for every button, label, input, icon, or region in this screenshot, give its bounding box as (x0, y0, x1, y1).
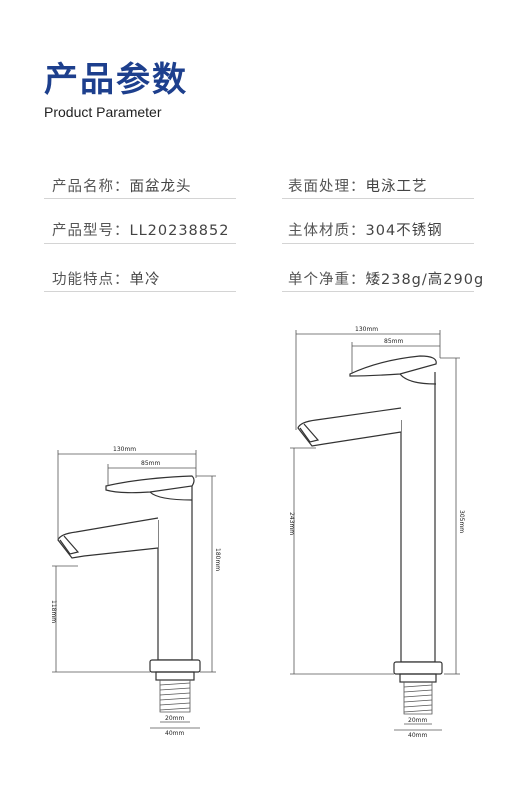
spec-weight: 单个净重：矮238g/高290g (288, 268, 484, 289)
thread-lines (403, 684, 433, 713)
faucet-spout (297, 407, 402, 447)
base-nut (149, 659, 201, 673)
spec-label: 产品名称： (52, 179, 130, 195)
dim-label: 40mm (165, 730, 184, 737)
base-nut (393, 661, 443, 675)
handle-base (399, 373, 437, 385)
spec-function: 功能特点：单冷 (52, 268, 161, 289)
page-subtitle: Product Parameter (44, 104, 162, 120)
dim-label: 85mm (384, 338, 403, 345)
tall-faucet-drawing: 130mm 85mm 305mm 243mm 20mm 40mm (288, 326, 465, 739)
short-faucet-drawing: 130mm 85mm 180mm 118mm 20mm 40mm (50, 446, 221, 737)
dim-label: 305mm (458, 510, 465, 533)
faucet-body (400, 372, 436, 663)
spec-label: 表面处理： (288, 179, 366, 195)
divider (44, 291, 236, 292)
spout-tip (299, 423, 320, 443)
spec-label: 单个净重： (288, 272, 366, 288)
spec-label: 主体材质： (288, 223, 366, 239)
faucet-handle (349, 355, 437, 377)
dim-label: 130mm (113, 446, 136, 453)
dim-label: 130mm (355, 326, 378, 333)
dim-label: 118mm (50, 600, 57, 623)
dim-label: 20mm (408, 717, 427, 724)
spec-value: 电泳工艺 (365, 179, 428, 195)
dim-label: 243mm (288, 512, 295, 535)
dim-label: 180mm (214, 548, 221, 571)
spec-value: 面盆龙头 (129, 179, 192, 195)
spec-value: 矮238g/高290g (365, 272, 485, 288)
spec-value: 304不锈钢 (365, 223, 443, 239)
spout-tip (59, 535, 80, 555)
divider (282, 198, 474, 199)
divider (44, 198, 236, 199)
dim-label: 40mm (408, 732, 427, 739)
spec-product-name: 产品名称：面盆龙头 (52, 175, 192, 196)
spec-value: 单冷 (129, 272, 161, 288)
spec-label: 功能特点： (52, 272, 130, 288)
dim-label: 85mm (141, 460, 160, 467)
base-ring (155, 671, 195, 681)
threaded-shank (403, 682, 433, 715)
handle-base (149, 491, 193, 501)
threaded-shank (159, 680, 191, 713)
spec-material: 主体材质：304不锈钢 (288, 219, 443, 240)
dim-label: 20mm (165, 715, 184, 722)
spec-surface: 表面处理：电泳工艺 (288, 175, 428, 196)
faucet-spout (57, 517, 159, 559)
divider (282, 243, 474, 244)
faucet-body (157, 484, 193, 661)
divider (282, 291, 474, 292)
spec-label: 产品型号： (52, 223, 130, 239)
divider (44, 243, 236, 244)
faucet-handle (105, 475, 195, 494)
base-ring (399, 673, 437, 683)
page-title: 产品参数 (44, 60, 188, 100)
spec-value: LL20238852 (129, 223, 230, 239)
spec-model: 产品型号：LL20238852 (52, 219, 229, 240)
thread-lines (159, 682, 191, 711)
